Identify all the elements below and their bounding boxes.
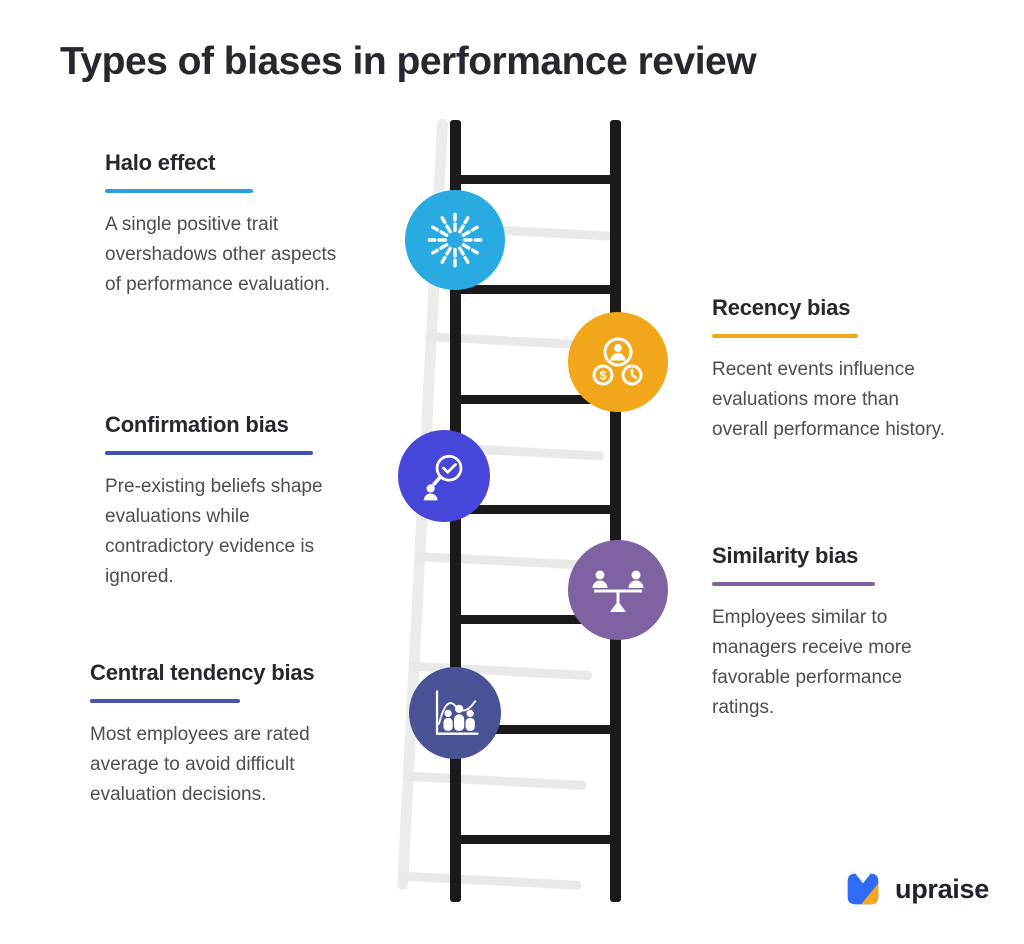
- people-distribution-icon: [435, 689, 479, 735]
- bias-description: Recent events influence evaluations more…: [712, 359, 946, 440]
- bias-block-similarity-bias: Similarity bias Employees similar to man…: [712, 543, 957, 723]
- bias-heading: Recency bias: [712, 295, 851, 320]
- magnifier-check-icon: [423, 454, 462, 500]
- bias-block-halo-effect: Halo effect A single positive trait over…: [105, 150, 357, 300]
- bias-block-central-tendency-bias: Central tendency bias Most employees are…: [90, 660, 362, 810]
- page-title: Types of biases in performance review: [60, 40, 757, 83]
- balance-people-icon: [592, 570, 644, 612]
- burst-icon: [427, 212, 483, 268]
- accent-underline: [105, 189, 253, 193]
- accent-underline: [712, 334, 858, 338]
- ladder-rung: [450, 835, 621, 844]
- bias-description: A single positive trait overshadows othe…: [105, 214, 337, 295]
- bias-block-confirmation-bias: Confirmation bias Pre-existing beliefs s…: [105, 412, 357, 592]
- bias-description: Employees similar to managers receive mo…: [712, 607, 912, 718]
- bias-description: Pre-existing beliefs shape evaluations w…: [105, 476, 323, 587]
- confirmation-bias-icon-circle: [398, 430, 490, 522]
- bias-description: Most employees are rated average to avoi…: [90, 724, 310, 805]
- central-tendency-icon-circle: [409, 667, 501, 759]
- ladder-rung: [450, 615, 621, 624]
- upraise-logo-mark: [847, 873, 879, 905]
- bias-heading: Halo effect: [105, 150, 216, 175]
- accent-underline: [712, 582, 875, 586]
- ladder-rung: [450, 175, 621, 184]
- bias-heading: Similarity bias: [712, 543, 859, 568]
- upraise-logo: upraise: [840, 866, 989, 912]
- person-money-clock-icon: $: [592, 337, 643, 386]
- bias-heading: Central tendency bias: [90, 660, 315, 685]
- ladder-rung: [450, 725, 621, 734]
- accent-underline: [90, 699, 240, 703]
- halo-effect-icon-circle: [405, 190, 505, 290]
- accent-underline: [105, 451, 313, 455]
- ladder-rung: [450, 395, 621, 404]
- ladder-rung: [450, 505, 621, 514]
- recency-bias-icon-circle: $: [568, 312, 668, 412]
- bias-heading: Confirmation bias: [105, 412, 289, 437]
- svg-text:$: $: [600, 369, 607, 383]
- ladder-rung: [450, 285, 621, 294]
- similarity-bias-icon-circle: [568, 540, 668, 640]
- bias-block-recency-bias: Recency bias Recent events influence eva…: [712, 295, 957, 445]
- upraise-logo-text: upraise: [895, 873, 989, 904]
